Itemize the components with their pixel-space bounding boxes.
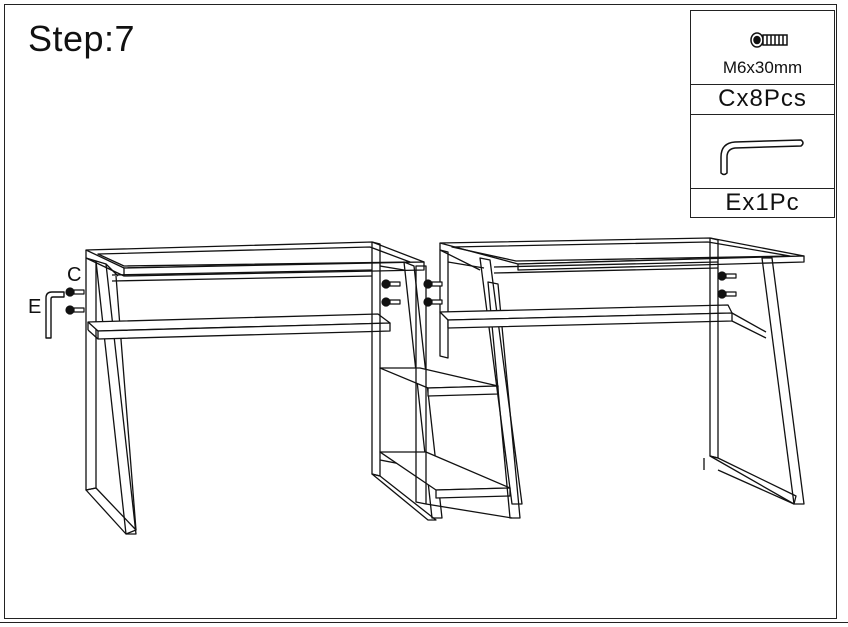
screw-icon (423, 279, 443, 289)
parts-divider (691, 84, 834, 85)
parts-divider (691, 188, 834, 189)
screw-quantity: Cx8Pcs (718, 85, 807, 112)
fasteners (65, 271, 737, 315)
step-title: Step:7 (28, 18, 136, 59)
callout-key-label: E (28, 296, 42, 318)
screw-icon (717, 289, 737, 299)
screw-icon (65, 287, 85, 297)
screw-icon (381, 297, 401, 307)
screw-icon (65, 305, 85, 315)
screw-icon (750, 32, 788, 48)
parts-icons (720, 32, 804, 176)
key-quantity: Ex1Pc (725, 189, 800, 216)
diagram-frame (4, 4, 837, 619)
screw-icon (381, 279, 401, 289)
right-desk (439, 237, 805, 505)
screw-icon (423, 297, 443, 307)
allen-key-icon (720, 139, 804, 176)
parts-list: M6x30mm Cx8Pcs Ex1Pc (690, 10, 835, 218)
bottom-rule (0, 622, 848, 623)
screw-spec: M6x30mm (722, 58, 803, 77)
allen-key-icon (45, 291, 65, 339)
callout-screw-label: C (67, 264, 82, 286)
left-desk (85, 241, 521, 535)
screw-icon (717, 271, 737, 281)
parts-divider (691, 114, 834, 115)
